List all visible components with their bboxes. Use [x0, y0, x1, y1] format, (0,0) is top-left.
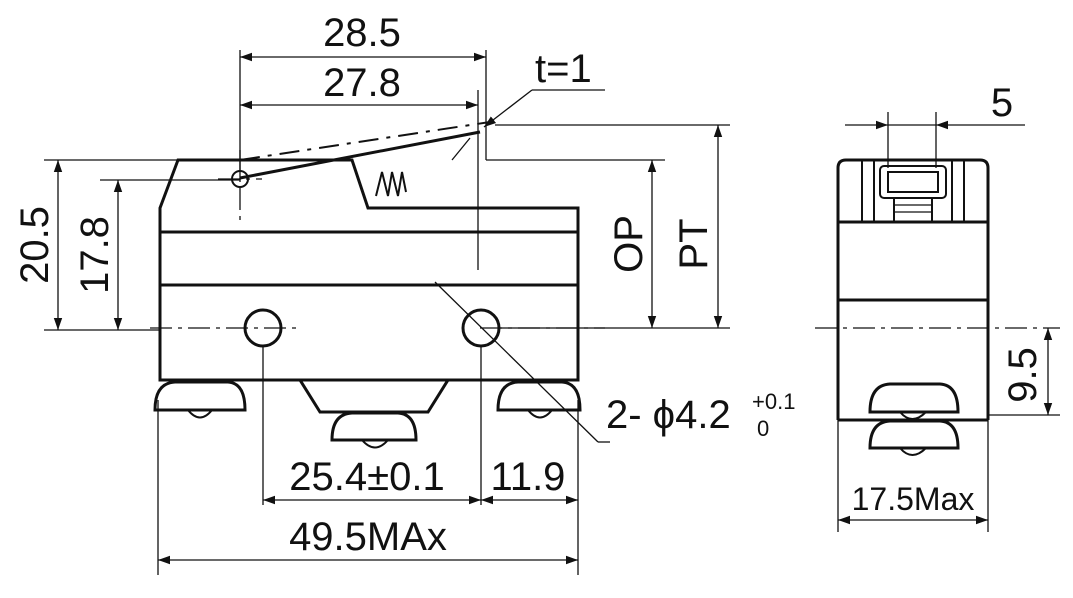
side-view: 5 9.5 17.5Max [815, 81, 1060, 532]
dim-t: t=1 [535, 47, 592, 91]
terminal-right-tab [527, 409, 553, 419]
dim-11-9: 11.9 [491, 455, 566, 499]
dim-9-5: 9.5 [1001, 347, 1045, 403]
side-actuator [861, 159, 965, 223]
side-terminal-2 [868, 419, 960, 450]
terminal-right [496, 380, 582, 412]
lever-arm [239, 130, 481, 180]
dim-17-8: 17.8 [73, 216, 117, 294]
dim-27-8: 27.8 [323, 61, 401, 105]
hole-tol-lower: 0 [757, 416, 769, 441]
dim-20-5: 20.5 [13, 206, 57, 284]
hole-spec: 2- ϕ4.2 [606, 393, 731, 437]
switch-body [158, 158, 580, 382]
side-body [836, 158, 990, 420]
lever-arm-alt [239, 121, 491, 161]
hole-tol-upper: +0.1 [752, 389, 795, 414]
dim-25-4: 25.4±0.1 [289, 455, 444, 499]
terminal-middle [330, 411, 418, 442]
bottom-base [298, 379, 450, 414]
dim-17-5: 17.5Max [852, 481, 975, 517]
dim-pt: PT [672, 218, 716, 269]
side-terminal-1 [868, 382, 960, 414]
dim-28-5: 28.5 [323, 11, 401, 55]
terminal-left-tab [187, 409, 213, 419]
dim-op: OP [607, 215, 651, 273]
front-view: 28.5 27.8 t=1 20.5 17.8 OP PT 25.4±0.1 1… [13, 11, 795, 575]
dim-49-5: 49.5MAx [289, 515, 447, 559]
lever-tip-shade [451, 137, 471, 161]
terminal-left [153, 380, 247, 412]
spring [375, 171, 407, 197]
terminal-middle-tab [361, 439, 389, 449]
hole-leader [434, 281, 599, 443]
dim-5: 5 [991, 81, 1013, 125]
